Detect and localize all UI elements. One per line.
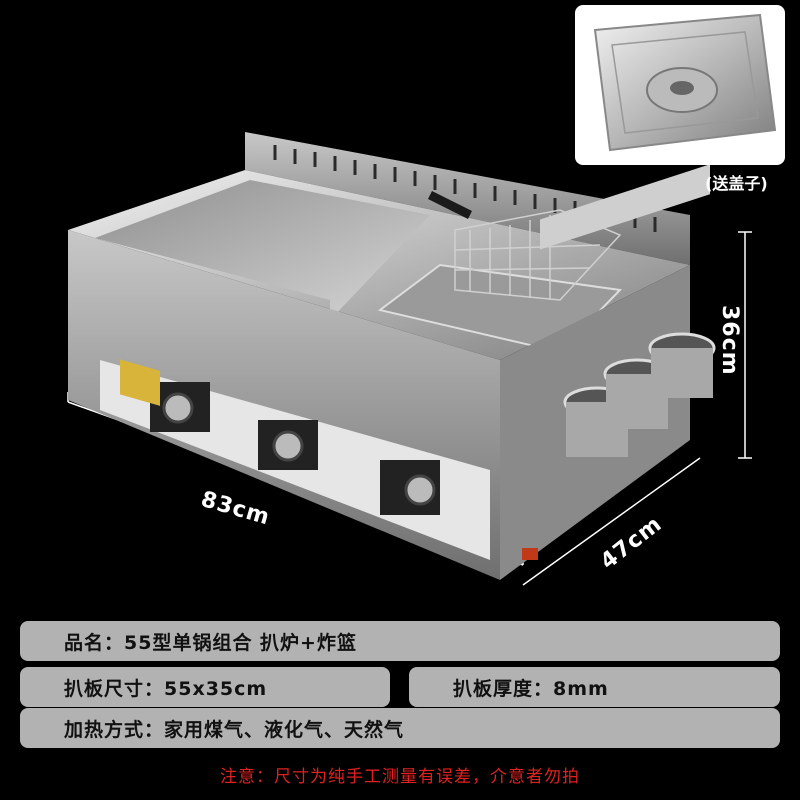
product-name-bar: 品名：55型单锅组合 扒炉+炸篮: [20, 621, 780, 661]
fryer-basket: [427, 190, 622, 301]
griddle-plate: [95, 180, 430, 320]
height-dimension: 36cm: [717, 305, 742, 376]
warning-label: [120, 359, 160, 406]
plate-thickness-bar: 扒板厚度：8mm: [409, 667, 780, 707]
lid-included-label: (送盖子): [705, 174, 768, 193]
ignition-button: [522, 548, 538, 560]
plate-size-bar: 扒板尺寸：55x35cm: [20, 667, 390, 707]
lid-image: [575, 5, 785, 165]
sauce-cups: [540, 164, 716, 457]
product-image: 83cm 47cm 36cm (送盖子): [67, 5, 785, 586]
heating-method-bar: 加热方式：家用煤气、液化气、天然气: [20, 708, 780, 748]
griddle-fryer-illustration: [67, 5, 785, 586]
disclaimer-note: 注意：尺寸为纯手工测量有误差，介意者勿拍: [220, 767, 580, 787]
